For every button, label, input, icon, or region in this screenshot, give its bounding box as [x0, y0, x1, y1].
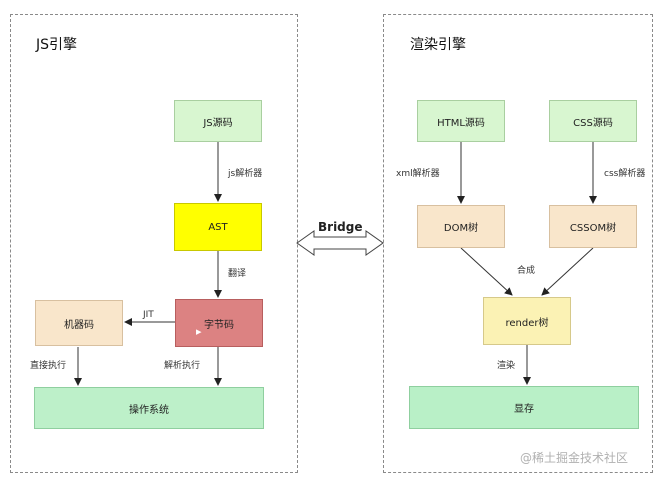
node-html-source: HTML源码 [417, 100, 505, 142]
node-css-source: CSS源码 [549, 100, 637, 142]
label-interpret-exec: 解析执行 [164, 361, 201, 371]
edge-dom-to-render [460, 247, 513, 296]
label-render: 渲染 [497, 361, 516, 371]
bridge-double-arrow [296, 230, 384, 256]
node-os: 操作系统 [34, 387, 264, 429]
node-render-tree: render树 [483, 297, 571, 345]
label-css-parser: css解析器 [604, 169, 646, 179]
label-direct-exec: 直接执行 [30, 361, 67, 371]
node-bytecode: 字节码 [175, 299, 263, 347]
watermark-text: @稀土掘金技术社区 [520, 451, 629, 465]
render-engine-panel [383, 14, 653, 473]
node-ast: AST [174, 203, 262, 251]
node-machine-code: 机器码 [35, 300, 123, 346]
cursor-pointer-icon: ▸ [196, 325, 202, 338]
node-cssom-tree: CSSOM树 [549, 205, 637, 248]
node-js-source: JS源码 [174, 100, 262, 142]
render-engine-title: 渲染引擎 [410, 37, 466, 53]
label-xml-parser: xml解析器 [396, 169, 440, 179]
js-engine-title: JS引擎 [36, 37, 78, 53]
label-jit: JIT [143, 310, 154, 320]
bridge-label: Bridge [318, 220, 363, 234]
node-dom-tree: DOM树 [417, 205, 505, 248]
edge-cssom-to-render [541, 247, 594, 296]
label-compose: 合成 [517, 266, 536, 276]
label-js-parser: js解析器 [228, 169, 263, 179]
node-display: 显存 [409, 386, 639, 429]
label-translate: 翻译 [228, 269, 247, 279]
